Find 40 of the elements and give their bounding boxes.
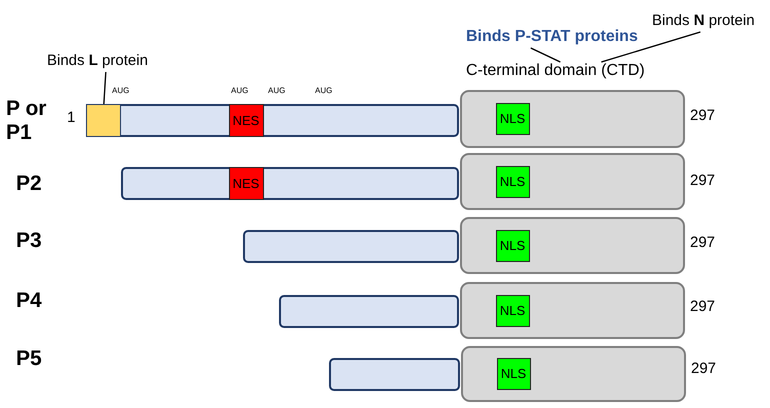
protein-bar xyxy=(121,167,459,200)
motif-box: NLS xyxy=(496,294,530,326)
residue-number: 297 xyxy=(690,234,716,251)
residue-number: 1 xyxy=(67,109,76,126)
motif-box: NLS xyxy=(496,166,530,198)
motif-box: NLS xyxy=(496,230,530,262)
domain-box xyxy=(460,153,685,210)
isoform-label: P or P1 xyxy=(6,97,48,145)
domain-box xyxy=(461,346,686,402)
domain-box xyxy=(460,217,685,274)
motif-box: NES xyxy=(228,166,264,200)
residue-number: 297 xyxy=(690,172,716,189)
protein-bar xyxy=(329,358,460,391)
isoform-label: P3 xyxy=(16,229,43,253)
domain-box xyxy=(460,282,685,339)
residue-number: 297 xyxy=(690,107,716,124)
protein-bar xyxy=(279,295,459,328)
protein-bar xyxy=(243,230,459,263)
domain-caption: C-terminal domain (CTD) xyxy=(466,62,671,82)
isoform-label: P2 xyxy=(16,172,43,196)
annotation-text: Binds P-STAT proteins xyxy=(466,28,651,48)
leader-line xyxy=(530,47,561,63)
leader-line xyxy=(601,31,701,63)
leader-line xyxy=(103,72,106,104)
start-codon-label: AUG xyxy=(231,86,248,95)
motif-box: NLS xyxy=(496,102,530,134)
annotation-text: Binds N protein xyxy=(652,12,770,32)
start-codon-label: AUG xyxy=(112,86,130,95)
start-codon-label: AUG xyxy=(268,86,286,95)
start-codon-label: AUG xyxy=(315,86,332,95)
isoform-label: P5 xyxy=(16,347,43,371)
motif-box: NLS xyxy=(496,358,530,390)
protein-bar xyxy=(86,104,459,137)
residue-number: 297 xyxy=(690,298,716,315)
annotation-text: Binds L protein xyxy=(47,52,167,72)
residue-number: 297 xyxy=(691,360,716,377)
domain-box xyxy=(460,90,685,148)
binding-region-box xyxy=(86,104,120,136)
isoform-label: P4 xyxy=(16,289,43,313)
motif-box: NES xyxy=(228,104,264,136)
